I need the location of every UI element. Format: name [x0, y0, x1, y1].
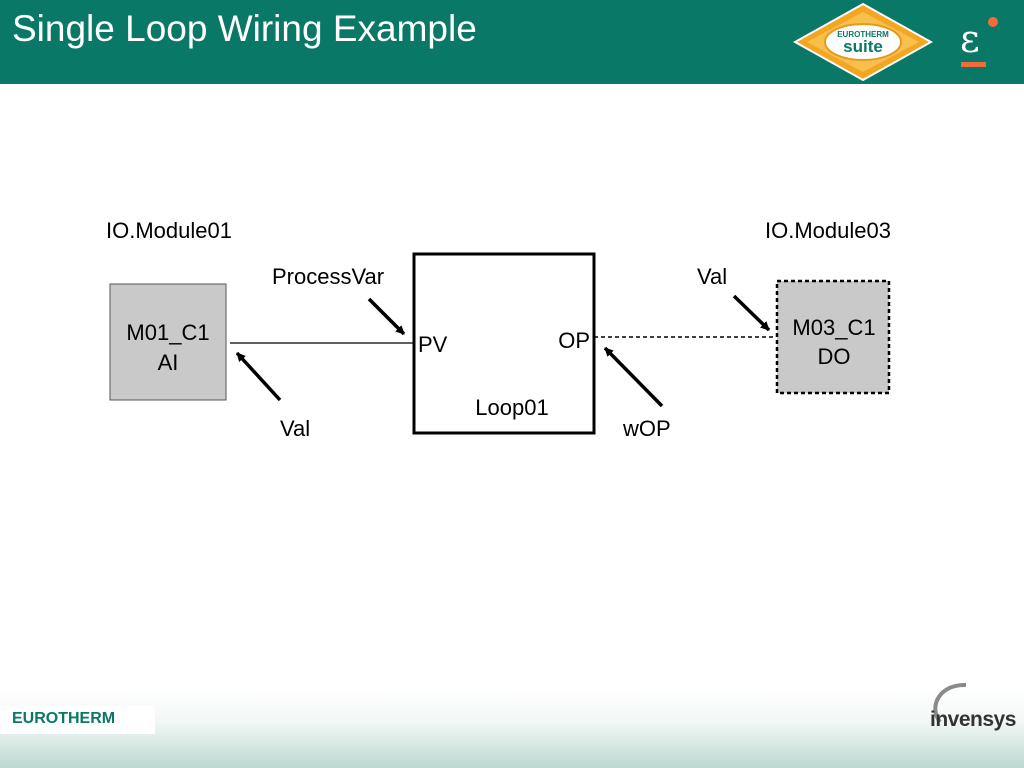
callout-val-ai: Val [280, 416, 310, 441]
title-bar: Single Loop Wiring Example EUROTHERM sui… [0, 0, 1024, 84]
arrow-processvar [367, 297, 406, 336]
ai-block-name: M01_C1 [126, 320, 209, 345]
loop-pv-pin: PV [418, 332, 448, 357]
suite-logo-main-text: suite [843, 37, 883, 56]
callout-val-do: Val [697, 264, 727, 289]
eurotherm-e-logo: ε [960, 17, 998, 67]
footer-brand-text: EUROTHERM [12, 710, 116, 727]
ai-block: M01_C1 AI [109, 283, 227, 401]
callout-wop: wOP [622, 416, 671, 441]
do-block-name: M03_C1 [792, 315, 875, 340]
module01-label: IO.Module01 [106, 218, 232, 243]
suite-logo-top-text: EUROTHERM [837, 30, 889, 39]
invensys-logo: invensys [930, 682, 1016, 731]
loop-block: PV OP Loop01 [412, 252, 596, 435]
loop-op-pin: OP [558, 328, 590, 353]
do-block: M03_C1 DO [775, 279, 891, 395]
orange-bar-icon [961, 62, 986, 67]
arrow-val-ai [235, 351, 282, 402]
callout-processvar: ProcessVar [272, 264, 384, 289]
arrow-wop [603, 346, 664, 408]
footer-brand: EUROTHERM [0, 706, 155, 734]
footer-band [0, 690, 1024, 768]
e-mark: ε [960, 17, 980, 61]
eurotherm-suite-logo: EUROTHERM suite [793, 2, 933, 82]
loop-block-name: Loop01 [475, 395, 548, 420]
module03-label: IO.Module03 [765, 218, 891, 243]
orange-dot-icon [988, 17, 998, 27]
ai-block-type: AI [158, 350, 179, 375]
arrow-val-do [732, 294, 771, 332]
do-block-type: DO [818, 344, 851, 369]
invensys-swoosh-icon [933, 682, 967, 724]
invensys-text: invensys [930, 708, 1016, 731]
slide-title: Single Loop Wiring Example [12, 8, 477, 49]
